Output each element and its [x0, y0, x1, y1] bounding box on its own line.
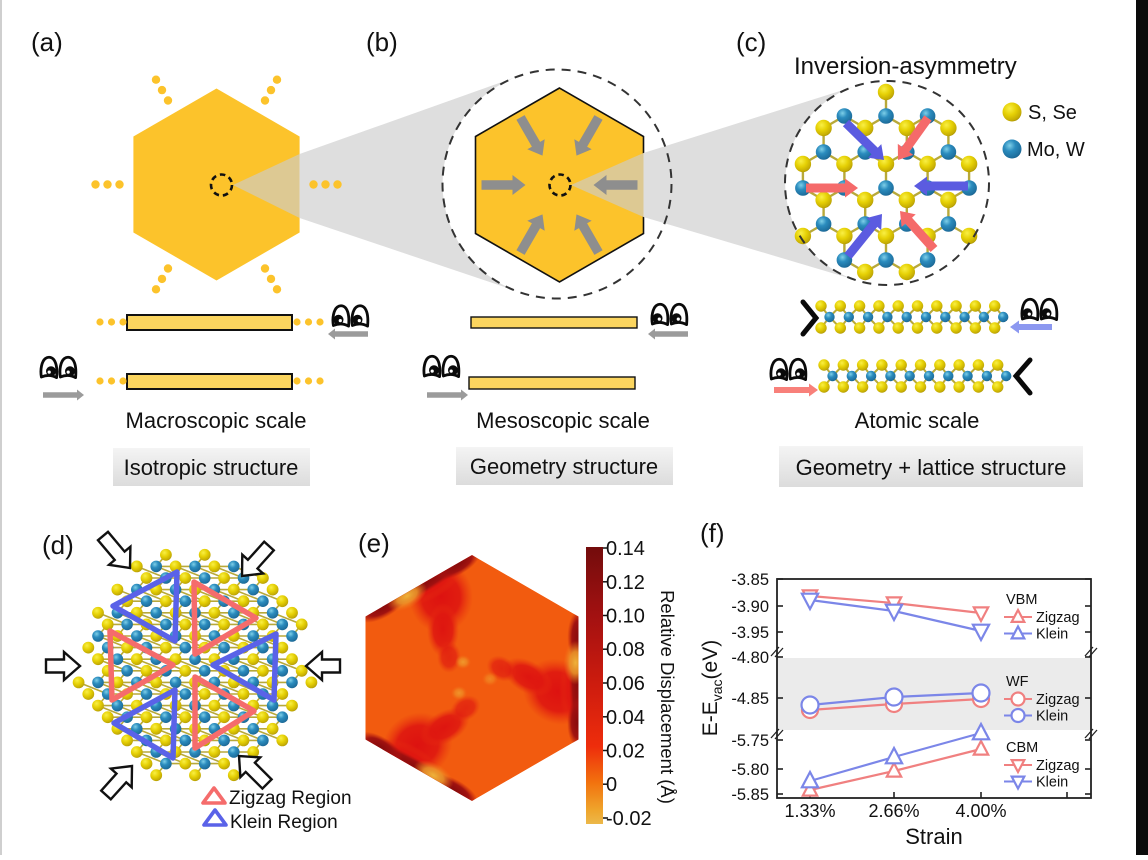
- svg-text:-3.95: -3.95: [731, 624, 769, 642]
- svg-text:Klein: Klein: [1036, 627, 1068, 643]
- svg-text:Zigzag Region: Zigzag Region: [229, 788, 352, 809]
- svg-text:Klein Region: Klein Region: [230, 812, 338, 833]
- svg-text:Relative Displacement (Å): Relative Displacement (Å): [657, 590, 678, 804]
- svg-text:Geometry structure: Geometry structure: [470, 454, 658, 479]
- svg-text:Macroscopic scale: Macroscopic scale: [126, 408, 307, 433]
- svg-text:(e): (e): [358, 528, 390, 558]
- svg-text:Zigzag: Zigzag: [1036, 610, 1080, 626]
- svg-text:-3.90: -3.90: [731, 598, 769, 616]
- svg-text:4.00%: 4.00%: [955, 801, 1006, 821]
- svg-text:Zigzag: Zigzag: [1036, 692, 1080, 708]
- svg-text:-4.85: -4.85: [731, 690, 769, 708]
- svg-text:Mesoscopic scale: Mesoscopic scale: [476, 408, 650, 433]
- svg-text:WF: WF: [1006, 674, 1029, 690]
- svg-text:Atomic scale: Atomic scale: [855, 408, 980, 433]
- svg-text:2.66%: 2.66%: [868, 801, 919, 821]
- svg-text:(d): (d): [42, 530, 74, 560]
- svg-text:0.12: 0.12: [606, 572, 645, 594]
- svg-text:Strain: Strain: [905, 824, 962, 849]
- svg-text:0.10: 0.10: [606, 606, 645, 628]
- svg-text:(b): (b): [366, 27, 398, 57]
- svg-text:-5.75: -5.75: [731, 732, 769, 750]
- svg-text:Klein: Klein: [1036, 775, 1068, 791]
- svg-text:(f): (f): [700, 518, 725, 548]
- svg-text:0.04: 0.04: [606, 707, 645, 729]
- svg-text:Klein: Klein: [1036, 709, 1068, 725]
- svg-text:CBM: CBM: [1006, 740, 1038, 756]
- svg-text:VBM: VBM: [1006, 592, 1037, 608]
- svg-text:0.06: 0.06: [606, 673, 645, 695]
- svg-text:Mo, W: Mo, W: [1027, 139, 1085, 161]
- svg-text:Isotropic structure: Isotropic structure: [124, 455, 299, 480]
- svg-text:0.14: 0.14: [606, 538, 645, 560]
- svg-text:-5.80: -5.80: [731, 761, 769, 779]
- svg-text:Geometry + lattice structure: Geometry + lattice structure: [796, 455, 1067, 480]
- svg-text:Inversion-asymmetry: Inversion-asymmetry: [794, 53, 1017, 80]
- svg-text:0: 0: [606, 774, 617, 796]
- svg-text:Zigzag: Zigzag: [1036, 758, 1080, 774]
- svg-text:-0.02: -0.02: [606, 808, 652, 830]
- svg-text:1.33%: 1.33%: [784, 801, 835, 821]
- svg-text:-3.85: -3.85: [731, 571, 769, 589]
- svg-text:(a): (a): [31, 27, 63, 57]
- svg-text:-4.80: -4.80: [731, 649, 769, 667]
- svg-text:(c): (c): [736, 27, 766, 57]
- svg-text:0.02: 0.02: [606, 741, 645, 763]
- svg-text:S, Se: S, Se: [1028, 102, 1077, 124]
- svg-text:-5.85: -5.85: [731, 786, 769, 804]
- svg-text:0.08: 0.08: [606, 639, 645, 661]
